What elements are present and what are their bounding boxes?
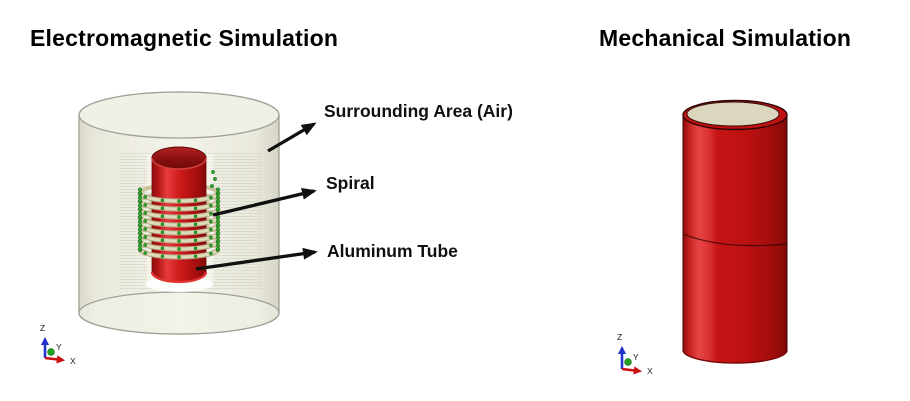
axis-x-label: X [647, 366, 653, 376]
left-panel-title: Electromagnetic Simulation [30, 25, 339, 51]
axis-y-ball [47, 348, 55, 356]
axis-z-label: Z [617, 332, 622, 342]
arrow-spiral [212, 187, 317, 217]
axis-z-label: Z [40, 323, 45, 333]
electromagnetic-model: Z Y X [40, 91, 318, 366]
mechanical-model: Z Y X [617, 99, 788, 376]
cylinder-partition-seam [682, 233, 788, 247]
arrow-aluminum-tube [195, 247, 318, 271]
axis-x-label: X [70, 356, 76, 366]
axis-y-ball [624, 358, 632, 366]
axis-triad-icon: Z Y X [617, 332, 653, 376]
spiral-mesh-nodes [137, 170, 221, 259]
annotation-spiral: Spiral [326, 173, 375, 193]
axis-y-label: Y [633, 352, 639, 362]
cylinder-top-face [686, 101, 780, 127]
arrow-surrounding-air [267, 122, 317, 153]
axis-y-label: Y [56, 342, 62, 352]
axis-triad-icon: Z Y X [40, 323, 76, 366]
annotation-arrows [195, 122, 318, 271]
annotation-surrounding-air: Surrounding Area (Air) [324, 101, 513, 121]
mechanical-cylinder [682, 99, 788, 364]
tube-bottom-rim [150, 271, 208, 284]
annotation-aluminum-tube: Aluminum Tube [327, 241, 458, 261]
right-panel-title: Mechanical Simulation [599, 25, 852, 51]
